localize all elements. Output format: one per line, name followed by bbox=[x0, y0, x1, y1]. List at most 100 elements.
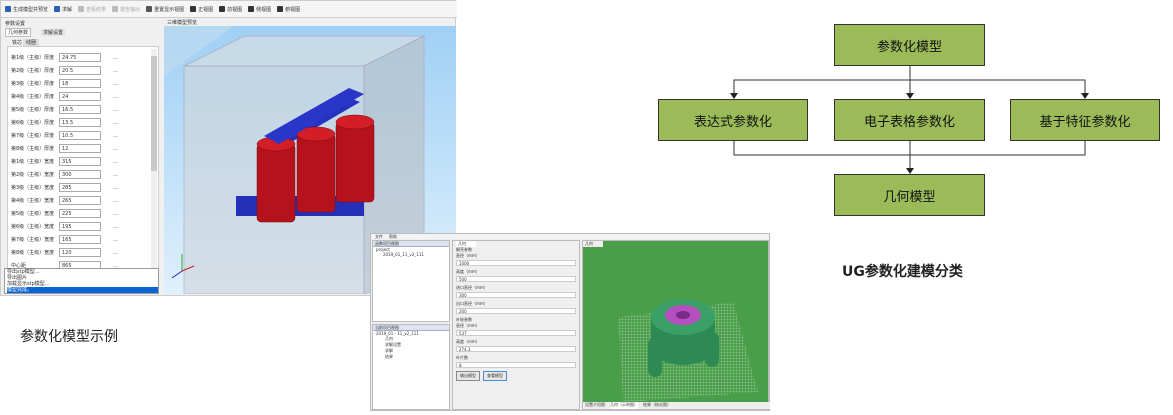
toolbar-button-report[interactable]: 报告输出 bbox=[112, 6, 140, 13]
toolbar-button-solve[interactable]: 求解 bbox=[54, 6, 72, 13]
toolbar-button-generate[interactable]: 生成模型并预览 bbox=[5, 6, 48, 13]
parameter-input[interactable]: 120 bbox=[59, 248, 101, 257]
browse-button[interactable]: ... bbox=[113, 171, 118, 178]
parameter-input[interactable]: 300 bbox=[59, 170, 101, 179]
parameter-row: 第4级（主级）厚度 24... bbox=[11, 91, 156, 102]
parameter-label: 第4级（主级）厚度 bbox=[11, 94, 55, 100]
browse-button[interactable]: ... bbox=[113, 54, 118, 61]
browse-button[interactable]: ... bbox=[113, 236, 118, 243]
browse-button[interactable]: ... bbox=[113, 145, 118, 152]
browse-button[interactable]: ... bbox=[113, 262, 118, 269]
browse-button[interactable]: ... bbox=[113, 106, 118, 113]
tree-item[interactable]: 结果 bbox=[385, 354, 393, 359]
log-item-selected[interactable]: 模型完成。 bbox=[7, 287, 158, 293]
parameter-input[interactable]: 24 bbox=[59, 92, 101, 101]
tab-geometry[interactable]: 几何参数 bbox=[5, 28, 32, 37]
field-input[interactable]: 274.3 bbox=[456, 346, 576, 352]
tree-item[interactable]: 求解设置 bbox=[385, 342, 401, 347]
browse-button[interactable]: ... bbox=[113, 158, 118, 165]
toolbar-button-results[interactable]: 查看结果 bbox=[78, 6, 106, 13]
subtab-coil[interactable]: 线圈 bbox=[23, 39, 40, 46]
browse-button[interactable]: ... bbox=[113, 67, 118, 74]
browse-button[interactable]: ... bbox=[113, 197, 118, 204]
flow-node-geometry-model: 几何模型 bbox=[834, 174, 985, 216]
parameter-input[interactable]: 315 bbox=[59, 157, 101, 166]
parameter-input[interactable]: 10.5 bbox=[59, 131, 101, 140]
parameter-input[interactable]: 20.5 bbox=[59, 66, 101, 75]
toolbar-button-iso-view[interactable]: 正视图 bbox=[190, 6, 213, 13]
tree-item[interactable]: 2019_01 - 11_v2_111 bbox=[376, 331, 419, 336]
pump-parametric-app: 文件 帮助 函数项目视图 project 2019_01_11_v2_111 当… bbox=[370, 233, 770, 411]
parameter-label: 第5级（主级）厚度 bbox=[11, 107, 55, 113]
browse-button[interactable]: ... bbox=[113, 210, 118, 217]
toolbar-button-reset-view[interactable]: 重置显示视图 bbox=[146, 6, 184, 13]
browse-button[interactable]: ... bbox=[113, 93, 118, 100]
field-label: 进口直径（mm） bbox=[456, 285, 488, 290]
flow-node-expression: 表达式参数化 bbox=[658, 99, 808, 141]
parameter-label: 第3级（主级）厚度 bbox=[11, 81, 55, 87]
parameter-label: 第7级（主级）宽度 bbox=[11, 237, 55, 243]
browse-button[interactable]: ... bbox=[113, 132, 118, 139]
tree-item[interactable]: 几何 bbox=[385, 336, 393, 341]
pump-3d-viewport[interactable]: 几何 设置介绍图 几何（示例图） 结果（结论图） bbox=[582, 240, 770, 410]
view-model-button[interactable]: 查看模型 bbox=[483, 371, 507, 381]
parameter-label: 第7级（主级）厚度 bbox=[11, 133, 55, 139]
toolbar-button-front-view[interactable]: 前视图 bbox=[219, 6, 242, 13]
browse-button[interactable]: ... bbox=[113, 119, 118, 126]
menu-file[interactable]: 文件 bbox=[375, 234, 383, 239]
tree-item[interactable]: project bbox=[376, 247, 390, 252]
parameter-input[interactable]: 13.5 bbox=[59, 118, 101, 127]
view-tabs: 设置介绍图 几何（示例图） 结果（结论图） bbox=[583, 402, 770, 409]
view-tab[interactable]: 设置介绍图 bbox=[585, 402, 605, 407]
browse-button[interactable]: ... bbox=[113, 249, 118, 256]
menu-help[interactable]: 帮助 bbox=[389, 234, 397, 239]
menubar: 文件 帮助 bbox=[371, 234, 769, 239]
parameter-input[interactable]: 16.5 bbox=[59, 105, 101, 114]
tab-geometry[interactable]: 几何 bbox=[456, 241, 476, 247]
parameter-input[interactable]: 225 bbox=[59, 209, 101, 218]
cube-icon bbox=[248, 6, 255, 12]
field-input[interactable]: 500 bbox=[456, 276, 576, 282]
field-input[interactable]: 8 bbox=[456, 362, 576, 368]
tab-geometry-view[interactable]: 几何 bbox=[583, 241, 603, 247]
export-model-button[interactable]: 输出模型 bbox=[456, 371, 480, 381]
subtab-core[interactable]: 铁芯 bbox=[12, 40, 23, 46]
scrollbar-thumb[interactable] bbox=[151, 56, 157, 171]
scrollbar[interactable] bbox=[151, 49, 157, 281]
parameter-input[interactable]: 265 bbox=[59, 196, 101, 205]
parameter-input[interactable]: 12 bbox=[59, 144, 101, 153]
parameter-input[interactable]: 195 bbox=[59, 222, 101, 231]
flowchart-connectors bbox=[730, 66, 1089, 174]
section-title: 叶轮参数 bbox=[456, 317, 472, 322]
browse-button[interactable]: ... bbox=[113, 223, 118, 230]
view-tab[interactable]: 结果（结论图） bbox=[643, 402, 671, 407]
3d-viewport[interactable] bbox=[164, 26, 456, 295]
toolbar-button-top-view[interactable]: 俯视图 bbox=[277, 6, 300, 13]
view-tab-active[interactable]: 几何（示例图） bbox=[610, 402, 638, 409]
cube-icon bbox=[219, 6, 226, 12]
toolbar-button-side-view[interactable]: 侧视图 bbox=[248, 6, 271, 13]
browse-button[interactable]: ... bbox=[113, 184, 118, 191]
tree-item[interactable]: 求解 bbox=[385, 348, 393, 353]
flow-node-spreadsheet: 电子表格参数化 bbox=[834, 99, 985, 141]
parameter-input[interactable]: 18 bbox=[59, 79, 101, 88]
project-tree-panel: 函数项目视图 project 2019_01_11_v2_111 bbox=[372, 240, 450, 322]
results-icon bbox=[78, 6, 85, 12]
parameter-label: 第8级（主级）厚度 bbox=[11, 146, 55, 152]
parameter-input[interactable]: 24.75 bbox=[59, 53, 101, 62]
tab-solve-settings[interactable]: 求解设置 bbox=[41, 29, 66, 36]
field-input[interactable]: 1000 bbox=[456, 260, 576, 266]
parameter-input[interactable]: 165 bbox=[59, 235, 101, 244]
field-input[interactable]: 537 bbox=[456, 330, 576, 336]
parameter-input[interactable]: 285 bbox=[59, 183, 101, 192]
field-input[interactable]: 300 bbox=[456, 292, 576, 298]
field-input[interactable]: 200 bbox=[456, 308, 576, 314]
field-label: 叶片数 bbox=[456, 355, 468, 360]
log-list[interactable]: 导出stp模型... 导出图片 加载显示stp模型... 模型完成。 bbox=[4, 268, 159, 294]
tree-item[interactable]: 2019_01_11_v2_111 bbox=[383, 252, 424, 257]
browse-button[interactable]: ... bbox=[113, 80, 118, 87]
